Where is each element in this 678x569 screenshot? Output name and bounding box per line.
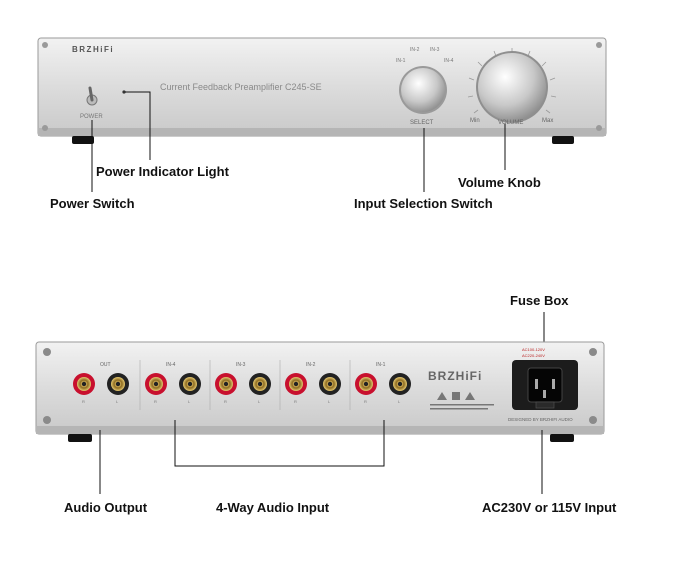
rca-out-l[interactable] [107, 373, 129, 395]
iec-power-inlet[interactable] [512, 360, 578, 410]
screw-icon [43, 416, 51, 424]
designed-by-text: DESIGNED BY BRZHIFI AUDIO [508, 417, 573, 422]
channel-label-r: R [364, 399, 367, 404]
screw-icon [43, 348, 51, 356]
select-position-in4: IN-4 [444, 58, 454, 64]
callout-input-selection: Input Selection Switch [354, 196, 493, 211]
select-position-in2: IN-2 [410, 47, 420, 53]
rca-in3-r[interactable] [215, 373, 237, 395]
channel-label-l: L [116, 399, 119, 404]
callout-fuse-box: Fuse Box [510, 293, 569, 308]
group-label-in4: IN-4 [166, 362, 176, 368]
callout-power-switch: Power Switch [50, 196, 135, 211]
screw-icon [596, 42, 602, 48]
power-switch[interactable] [86, 86, 98, 106]
front-callout-lines [91, 91, 506, 192]
rear-callout-lines [99, 420, 543, 494]
volume-label: VOLUME [498, 120, 523, 126]
power-indicator-light [122, 90, 126, 94]
voltage-label-2: AC220-240V [522, 353, 545, 358]
channel-label-r: R [224, 399, 227, 404]
rca-in2-l[interactable] [319, 373, 341, 395]
screw-icon [589, 348, 597, 356]
select-label: SELECT [410, 120, 434, 126]
callout-ac-input: AC230V or 115V Input [482, 500, 617, 515]
rca-in1-r[interactable] [355, 373, 377, 395]
front-model-text: Current Feedback Preamplifier C245-SE [160, 82, 322, 92]
rca-in2-r[interactable] [285, 373, 307, 395]
front-foot-left [72, 136, 94, 144]
front-brand-logo: BRZHiFi [72, 45, 114, 54]
callout-audio-input: 4-Way Audio Input [216, 500, 330, 515]
rca-in3-l[interactable] [249, 373, 271, 395]
screw-icon [596, 125, 602, 131]
group-label-out: OUT [100, 362, 111, 368]
voltage-label-1: AC100-120V [522, 347, 545, 352]
front-panel: BRZHiFi Current Feedback Preamplifier C2… [37, 37, 607, 144]
rca-in4-l[interactable] [179, 373, 201, 395]
front-foot-right [552, 136, 574, 144]
rear-foot-right [550, 434, 574, 442]
rear-panel: OUT IN-4 IN-3 IN-2 IN-1 R L R L R L R [35, 341, 605, 442]
callout-volume-knob: Volume Knob [458, 175, 541, 190]
rear-brand-logo: BRZHiFi [428, 369, 482, 383]
channel-label-l: L [398, 399, 401, 404]
volume-min-label: Min [470, 118, 480, 124]
group-label-in3: IN-3 [236, 362, 246, 368]
channel-label-r: R [294, 399, 297, 404]
rca-in1-l[interactable] [389, 373, 411, 395]
group-label-in2: IN-2 [306, 362, 316, 368]
channel-label-l: L [258, 399, 261, 404]
screw-icon [42, 125, 48, 131]
volume-max-label: Max [542, 118, 553, 124]
screw-icon [42, 42, 48, 48]
select-position-in3: IN-3 [430, 47, 440, 53]
channel-label-r: R [82, 399, 85, 404]
volume-knob[interactable] [476, 51, 548, 123]
callout-power-indicator: Power Indicator Light [96, 164, 230, 179]
channel-label-r: R [154, 399, 157, 404]
input-select-knob[interactable] [399, 66, 447, 114]
select-position-in1: IN-1 [396, 58, 406, 64]
channel-label-l: L [328, 399, 331, 404]
rear-foot-left [68, 434, 92, 442]
power-label: POWER [80, 114, 103, 120]
callout-audio-output: Audio Output [64, 500, 148, 515]
screw-icon [589, 416, 597, 424]
certification-marks [430, 392, 494, 410]
fuse-box[interactable] [535, 401, 555, 409]
group-label-in1: IN-1 [376, 362, 386, 368]
rca-out-r[interactable] [73, 373, 95, 395]
channel-label-l: L [188, 399, 191, 404]
rca-in4-r[interactable] [145, 373, 167, 395]
